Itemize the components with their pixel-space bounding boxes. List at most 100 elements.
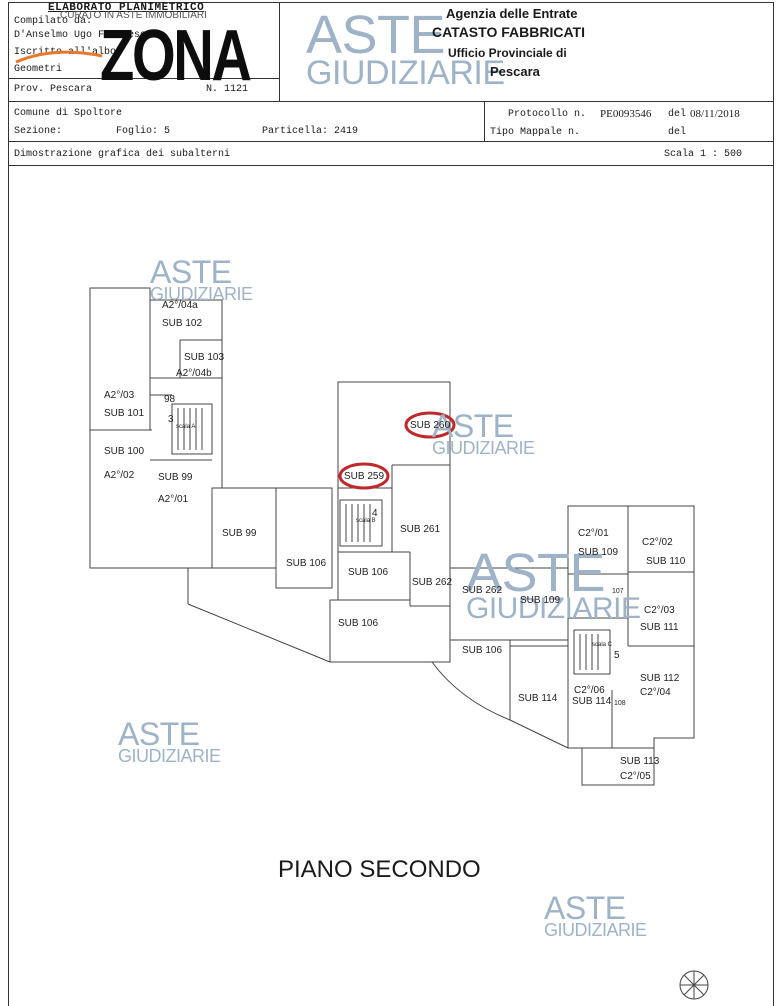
room-label: 3 [168,414,174,425]
header-divider [8,78,280,79]
description: Dimostrazione grafica dei subalterni [14,149,231,160]
watermark-plan-1: ASTE GIUDIZIARIE [150,256,253,303]
room-label: SUB 101 [104,408,145,419]
room-label: SUB 106 [348,567,389,578]
watermark-plan-1-line1: ASTE [150,254,232,290]
logo-text: ZONA [100,16,252,96]
del2-label: del [668,127,687,138]
room-label: C2°/02 [642,537,673,548]
highlight-sub260-icon [404,411,456,439]
room-label: SUB 261 [400,524,441,535]
del1-value: 08/11/2018 [690,108,740,120]
del1-label: del [668,109,687,120]
room-label: C2°/06 [574,685,605,696]
watermark-plan-5-line2: GIUDIZIARIE [544,920,647,940]
watermark-plan-3-line1: ASTE [466,543,606,603]
room-label: SUB 100 [104,446,145,457]
room-label: SUB 114 [518,693,558,704]
room-label: SUB 106 [286,558,327,569]
watermark-plan-5: ASTE GIUDIZIARIE [544,892,647,939]
stair-label: scala A [176,424,196,430]
room-label: SUB 103 [184,352,225,363]
info-box [8,102,774,142]
room-label: SUB 99 [158,472,193,483]
office-name: Ufficio Provinciale di [448,46,567,60]
province: Prov. Pescara [14,84,93,95]
watermark-plan-3-line2: GIUDIZIARIE [466,592,641,625]
document-title: ELABORATO PLANIMETRICO [48,2,205,14]
watermark-plan-4-line1: ASTE [118,716,200,752]
room-label: SUB 111 [640,622,679,633]
watermark-plan-4: ASTE GIUDIZIARIE [118,718,221,765]
room-label: C2°/03 [644,605,675,616]
room-label: A2°/04a [162,300,198,311]
room-label: 107 [612,588,624,595]
room-label: SUB 99 [222,528,257,539]
foglio: Foglio: 5 [116,126,171,137]
header-right-box [280,2,774,102]
room-label: SUB 112 [640,673,680,684]
comune: Comune di Spoltore [14,108,123,119]
room-label: A2°/01 [158,494,189,505]
room-label: C2°/01 [578,528,609,539]
watermark-line1: ASTE [306,5,446,65]
floor-title: PIANO SECONDO [278,856,481,883]
watermark-plan-4-line2: GIUDIZIARIE [118,746,221,766]
room-label: SUB 106 [338,618,379,629]
profession: Geometri [14,64,63,75]
registration-number: N. 1121 [206,84,249,95]
room-label: C2°/05 [620,771,651,782]
agency-name: Agenzia delle Entrate [446,6,578,21]
highlight-sub259-icon [338,462,390,490]
description-box [8,142,774,166]
room-label: 4 [372,508,378,519]
watermark-plan-2: ASTE GIUDIZIARIE [432,410,535,457]
room-label: A2°/04b [176,368,212,379]
room-label: A2°/02 [104,470,135,481]
office-city: Pescara [490,64,540,79]
info-divider-vertical [484,102,485,142]
scale: Scala 1 : 500 [664,149,743,160]
room-label: SUB 110 [646,556,686,567]
tipo-mappale-label: Tipo Mappale n. [490,127,581,138]
watermark-plan-5-line1: ASTE [544,890,626,926]
overlay-text: CURATO IN ASTE IMMOBILIARI [60,10,207,21]
watermark-plan-1-line2: GIUDIZIARIE [150,284,253,304]
watermark-plan-2-line2: GIUDIZIARIE [432,438,535,458]
room-label-highlighted: SUB 259 [344,471,385,482]
protocollo-label: Protocollo n. [508,109,587,120]
stair-label: scala B [356,518,376,524]
room-label: 98 [164,394,176,405]
room-label: SUB 114 [572,696,612,707]
particella: Particella: 2419 [262,126,359,137]
sezione-label: Sezione: [14,126,63,137]
watermark-line2: GIUDIZIARIE [306,54,505,92]
compass-icon [679,970,709,1000]
room-label: C2°/04 [640,687,671,698]
stair-label: scala C [592,642,613,648]
compiled-by-label: Compilato da: [14,16,93,27]
watermark-plan-2-line1: ASTE [432,408,514,444]
logo-swoosh-icon [15,50,103,64]
header-left-box [8,2,280,102]
protocollo-value: PE0093546 [600,108,652,120]
room-label: SUB 102 [162,318,203,329]
drawing-frame [8,166,774,1006]
author-name: D'Anselmo Ugo Francesco [14,30,153,41]
office-type: CATASTO FABBRICATI [432,24,585,40]
room-label: A2°/03 [104,390,135,401]
room-label: SUB 262 [462,585,503,596]
right-building-outline [567,505,695,786]
room-label: 5 [614,650,620,661]
room-label: SUB 106 [462,645,503,656]
room-label: SUB 113 [620,756,660,767]
room-label-highlighted: SUB 260 [410,420,451,431]
room-label: SUB 109 [578,547,619,558]
room-label: 108 [614,700,626,707]
watermark-top: ASTE GIUDIZIARIE [306,8,505,90]
watermark-plan-3: ASTE GIUDIZIARIE [466,546,641,624]
logo-mark [14,44,104,66]
room-label: SUB 262 [412,577,453,588]
room-label: SUB 109 [520,595,561,606]
